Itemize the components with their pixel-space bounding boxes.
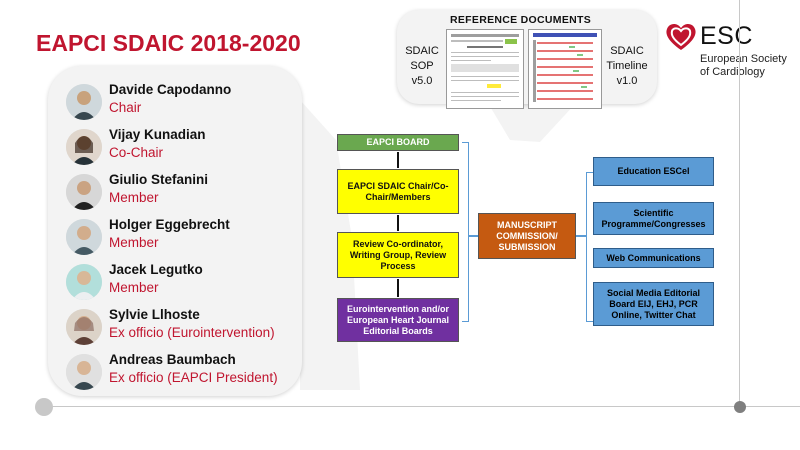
doc-label-line: SDAIC	[610, 45, 644, 57]
connector-arrow	[397, 152, 399, 168]
decor-line	[44, 406, 800, 407]
docs-callout-pointer	[488, 103, 576, 142]
member-role: Ex officio (Eurointervention)	[109, 325, 275, 340]
doc-label-line: Timeline	[606, 60, 648, 72]
member-role: Co-Chair	[109, 145, 164, 160]
logo-tagline-line: of Cardiology	[700, 66, 765, 78]
decor-dot	[35, 398, 53, 416]
member-name: Holger Eggebrecht	[109, 217, 230, 232]
decor-line	[739, 0, 740, 408]
doc-label-line: v5.0	[411, 75, 433, 87]
timeline-document-thumbnail[interactable]	[528, 29, 602, 109]
logo-wordmark: ESC	[700, 22, 753, 50]
avatar	[66, 219, 102, 255]
member-name: Giulio Stefanini	[109, 172, 209, 187]
doc-label-line: v1.0	[616, 75, 638, 87]
reference-heading: REFERENCE DOCUMENTS	[450, 14, 592, 26]
avatar	[66, 309, 102, 345]
decor-dot	[734, 401, 746, 413]
sop-document-thumbnail[interactable]	[446, 29, 524, 109]
member-name: Andreas Baumbach	[109, 352, 236, 367]
member-role: Member	[109, 280, 159, 295]
logo-tagline-line: European Society	[700, 53, 787, 65]
right-bracket	[586, 172, 593, 322]
eapci-board-box: EAPCI BOARD	[337, 134, 459, 151]
avatar	[66, 264, 102, 300]
member-role: Member	[109, 190, 159, 205]
output-web: Web Communications	[593, 248, 714, 268]
member-item: Jacek Legutko Member	[66, 262, 306, 302]
bracket-link	[468, 235, 478, 237]
sdaic-box: EAPCI SDAIC Chair/Co-Chair/Members	[337, 169, 459, 214]
doc-label-line: SDAIC	[405, 45, 439, 57]
member-item: Davide Capodanno Chair	[66, 82, 306, 122]
heart-logo-icon	[664, 20, 698, 54]
member-name: Davide Capodanno	[109, 82, 232, 97]
member-name: Vijay Kunadian	[109, 127, 206, 142]
slide-title: EAPCI SDAIC 2018-2020	[36, 30, 301, 56]
member-item: Giulio Stefanini Member	[66, 172, 306, 212]
doc-label-timeline: SDAIC Timeline v1.0	[602, 44, 652, 89]
avatar	[66, 174, 102, 210]
connector-arrow	[397, 279, 399, 297]
member-role: Member	[109, 235, 159, 250]
journals-box: Eurointervention and/or European Heart J…	[337, 298, 459, 342]
manuscript-box: MANUSCRIPT COMMISSION/ SUBMISSION	[478, 213, 576, 259]
member-item: Sylvie Llhoste Ex officio (Eurointervent…	[66, 307, 306, 347]
logo-tagline: European Society of Cardiology	[700, 53, 787, 79]
reference-documents-panel	[397, 10, 657, 104]
member-name: Sylvie Llhoste	[109, 307, 200, 322]
review-box: Review Co-ordinator, Writing Group, Revi…	[337, 232, 459, 278]
connector-arrow	[397, 215, 399, 231]
spreadsheet-preview-icon	[533, 33, 597, 102]
member-role: Ex officio (EAPCI President)	[109, 370, 278, 385]
bracket-link	[576, 235, 586, 237]
document-preview-icon	[451, 34, 519, 101]
member-name: Jacek Legutko	[109, 262, 203, 277]
output-scientific: Scientific Programme/Congresses	[593, 202, 714, 235]
avatar	[66, 129, 102, 165]
doc-label-sop: SDAIC SOP v5.0	[402, 44, 442, 89]
doc-label-line: SOP	[410, 60, 434, 72]
member-item: Andreas Baumbach Ex officio (EAPCI Presi…	[66, 352, 306, 392]
member-role: Chair	[109, 100, 142, 115]
member-item: Holger Eggebrecht Member	[66, 217, 306, 257]
left-bracket	[462, 142, 469, 322]
output-education: Education ESCel	[593, 157, 714, 186]
avatar	[66, 354, 102, 390]
member-item: Vijay Kunadian Co-Chair	[66, 127, 306, 167]
avatar	[66, 84, 102, 120]
output-social-media: Social Media Editorial Board EIJ, EHJ, P…	[593, 282, 714, 326]
